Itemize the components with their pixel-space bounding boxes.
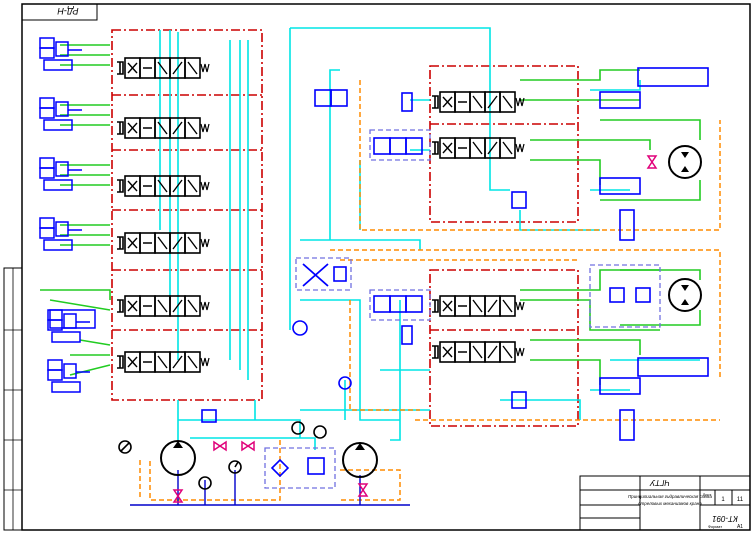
title-block [579, 475, 751, 531]
format-value: А1 [737, 524, 743, 530]
doc-code: КТ-091 [712, 514, 738, 523]
pilot-lines [139, 80, 721, 501]
main-pump-1 [160, 440, 196, 476]
doc-code-top: РД-Н [57, 6, 79, 16]
right-valve-bank [431, 91, 525, 363]
aux-valves [201, 89, 527, 478]
main-pump-2 [342, 442, 378, 478]
left-valve-bank [116, 57, 210, 373]
right-actuators [599, 67, 709, 441]
hydraulic-motor-2 [668, 278, 702, 312]
aux-valve-blocks [264, 129, 661, 489]
left-actuator-stack [39, 37, 96, 393]
sheet-frame [3, 3, 751, 531]
sheet-label: Лист [703, 492, 712, 497]
sheet-number: 1 [721, 497, 725, 503]
drain-lines [40, 44, 701, 385]
sheets-total: 11 [737, 497, 744, 503]
org-name: ЧГТУ [649, 478, 670, 487]
gauges [118, 320, 352, 490]
hydraulic-motor-1 [668, 145, 702, 179]
format-label: Формат [708, 524, 722, 529]
title-line-2: стреловых механизмов крана [638, 501, 702, 506]
title-line-1: Принципиальная гидравлическая схема [628, 494, 712, 499]
shutoff-valves [173, 155, 657, 503]
control-block-frames [111, 29, 579, 427]
